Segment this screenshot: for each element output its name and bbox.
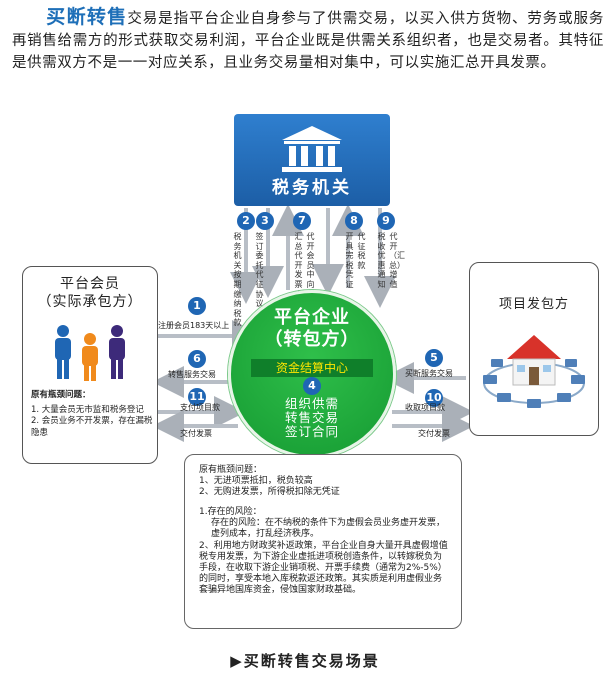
- step-badge-6: 6: [188, 350, 206, 368]
- step-badge-8: 8: [345, 212, 363, 230]
- step-badge-4: 4: [303, 377, 321, 395]
- flow-label-collect: 收取项目款: [405, 403, 445, 412]
- member-title-line2: （实际承包方）: [37, 294, 143, 310]
- member-issues: 原有瓶颈问题： 1. 大量会员无市监和税务登记 2. 会员业务不开发票，存在漏税…: [31, 390, 155, 439]
- step-badge-2: 2: [237, 212, 255, 230]
- member-title-line1: 平台会员: [60, 276, 120, 292]
- step-badge-5: 5: [425, 349, 443, 367]
- issue-box-risk: 1.存在的风险： 存在的风险：在不纳税的条件下为虚假会员业务虚开发票，虚列成本，…: [199, 507, 449, 597]
- risk-title: 1.存在的风险：: [199, 507, 262, 517]
- member-issue-2: 2. 会员业务不开发票，存在漏税隐患: [31, 416, 153, 438]
- project-owner-box: 项目发包方: [469, 262, 599, 436]
- flow-label-register: 注册会员183天以上: [158, 321, 230, 330]
- intro-keyword: 买断转售: [46, 6, 128, 28]
- center-line-2: 转售交易: [284, 410, 339, 425]
- member-title: 平台会员 （实际承包方）: [23, 275, 157, 311]
- risk-item-2: 2、利用地方财政奖补返政策，平台企业自身大量开具虚假增值税专用发票，为下游企业虚…: [199, 540, 448, 596]
- issue-box-top: 原有瓶颈问题： 1、无进项票抵扣，税负较高 2、无购进发票，所得税扣除无凭证: [199, 465, 340, 499]
- flow-label-deliver-invoice-left: 交付发票: [180, 429, 212, 438]
- owner-title: 项目发包方: [498, 297, 569, 312]
- tax-authority-label: 税务机关: [272, 178, 352, 198]
- center-title: 平台企业 （转包方）: [231, 307, 393, 351]
- step-badge-10: 10: [425, 389, 443, 407]
- vertical-label-8: 开具完税凭证: [345, 232, 354, 289]
- step-badge-9: 9: [377, 212, 395, 230]
- issue-item-1: 1、无进项票抵扣，税负较高: [199, 476, 313, 487]
- issue-title: 原有瓶颈问题：: [199, 465, 263, 475]
- bottleneck-issues-box: 原有瓶颈问题： 1、无进项票抵扣，税负较高 2、无购进发票，所得税扣除无凭证 1…: [184, 454, 462, 629]
- flow-label-buyout: 买断服务交易: [405, 369, 453, 378]
- intro-text: 交易是指平台企业自身参与了供需交易，以买入供方货物、劳务或服务再销售给需方的形式…: [12, 11, 604, 71]
- settlement-center-band: 资金结算中心: [251, 359, 373, 377]
- government-building-icon: [282, 126, 342, 172]
- house-network-icon: [483, 335, 585, 408]
- platform-member-box: 平台会员 （实际承包方） 原有瓶颈问题： 1. 大量会员无市监和税务登记 2. …: [22, 266, 158, 464]
- vertical-label-8b: 代征税款: [357, 232, 366, 270]
- member-issues-title: 原有瓶颈问题：: [31, 390, 91, 400]
- member-issue-1: 1. 大量会员无市监和税务登记: [31, 404, 144, 415]
- flow-label-resale: 转售服务交易: [168, 370, 216, 379]
- vertical-label-3: 签订委托代征协议: [255, 232, 264, 309]
- people-icon: [55, 325, 125, 381]
- vertical-label-9b: 代开（汇总）增值: [389, 232, 405, 289]
- tax-authority-box: 税务机关: [234, 114, 390, 206]
- center-line-3: 签订合同: [284, 424, 339, 439]
- right-arrows: [382, 362, 474, 442]
- step-badge-11: 11: [188, 388, 206, 406]
- vertical-label-2: 税务机关按期缴纳税款: [233, 232, 242, 328]
- center-line-1: 组织供需: [284, 396, 339, 411]
- flow-label-deliver-invoice-right: 交付发票: [418, 429, 450, 438]
- center-title-line1: 平台企业: [274, 307, 350, 328]
- risk-line-1: 存在的风险：在不纳税的条件下为虚假会员业务虚开发票，虚列成本，打乱经济秩序。: [211, 518, 446, 540]
- step-badge-7: 7: [293, 212, 311, 230]
- issue-item-2: 2、无购进发票，所得税扣除无凭证: [199, 487, 340, 498]
- figure-caption: ▶买断转售交易场景: [230, 652, 380, 670]
- step-badge-3: 3: [256, 212, 274, 230]
- center-lines: 组织供需 转售交易 签订合同: [231, 397, 393, 439]
- vertical-label-9: 税收优惠通知: [377, 232, 386, 289]
- platform-enterprise-circle: 平台企业 （转包方） 资金结算中心 4 组织供需 转售交易 签订合同: [228, 290, 396, 458]
- intro-paragraph: 买断转售交易是指平台企业自身参与了供需交易，以买入供方货物、劳务或服务再销售给需…: [12, 6, 604, 74]
- center-title-line2: （转包方）: [264, 329, 360, 350]
- step-badge-1: 1: [188, 297, 206, 315]
- flow-label-pay-project: 支付项目款: [180, 403, 220, 412]
